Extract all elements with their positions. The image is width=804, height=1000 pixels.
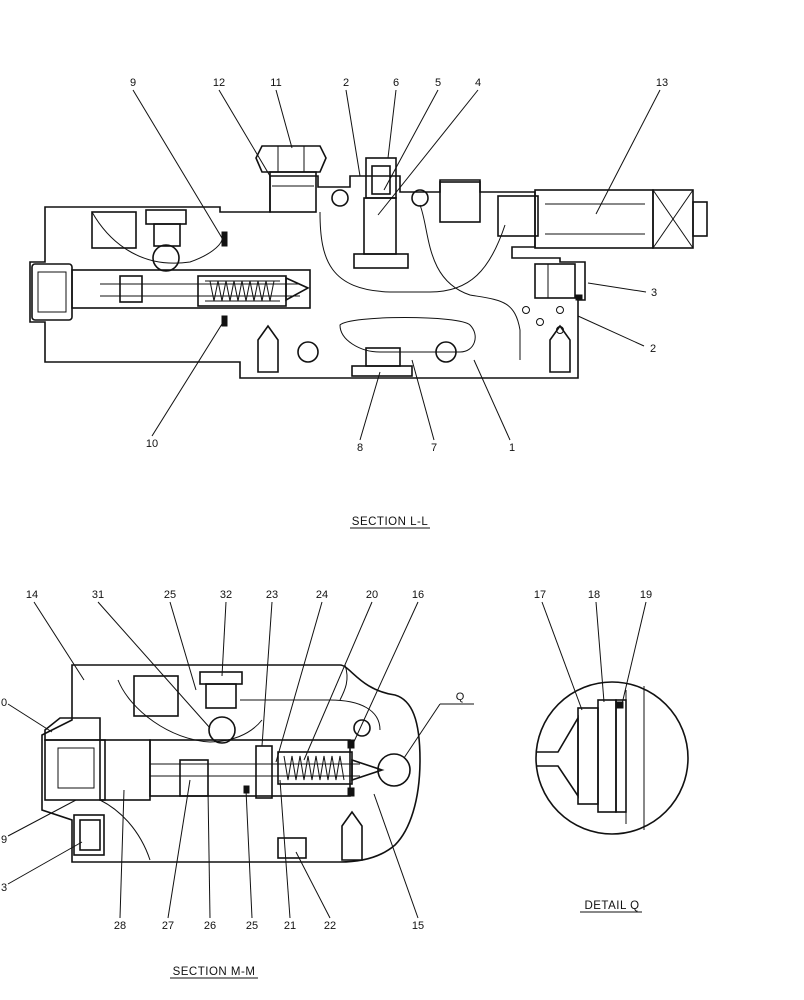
callout-17: 17: [534, 589, 546, 601]
callout-16: 16: [412, 589, 424, 601]
callout-31: 31: [92, 589, 104, 601]
caption-section-ll: SECTION L-L: [352, 516, 429, 528]
callout-18: 18: [588, 589, 600, 601]
section-ll-callouts: 9 12 11 2 6 5 4 13 3 2 10 8 7 1: [130, 77, 668, 454]
callout-26: 26: [204, 920, 216, 932]
callout-3: 3: [651, 287, 657, 299]
caption-section-mm: SECTION M-M: [173, 966, 256, 978]
section-mm-callouts: 14 31 25 32 23 24 20 16 Q 0 9 3 28 27 26…: [1, 589, 465, 932]
detail-q-leaders: [541, 601, 647, 711]
callout-5: 5: [435, 77, 441, 89]
callout-12: 12: [213, 77, 225, 89]
callout-14: 14: [26, 589, 38, 601]
callout-15: 15: [412, 920, 424, 932]
callout-27: 27: [162, 920, 174, 932]
callout-1: 1: [509, 442, 515, 454]
callout-23: 23: [266, 589, 278, 601]
detail-q-callouts: 17 18 19: [534, 589, 652, 601]
callout-4: 4: [475, 77, 481, 89]
section-mm-drawing: [41, 664, 421, 863]
section-ll-drawing: [29, 145, 708, 379]
callout-11: 11: [270, 77, 281, 89]
detail-q-drawing: [535, 681, 689, 835]
section-ll-leaders: [132, 89, 661, 441]
callout-21: 21: [284, 920, 296, 932]
callout-25-lower: 25: [246, 920, 258, 932]
callout-7: 7: [431, 442, 437, 454]
callout-9-mm: 9: [1, 834, 7, 846]
callout-28: 28: [114, 920, 126, 932]
callout-q: Q: [456, 691, 465, 703]
callout-20: 20: [366, 589, 378, 601]
callout-8: 8: [357, 442, 363, 454]
callout-0: 0: [1, 697, 7, 709]
callout-25: 25: [164, 589, 176, 601]
callout-22: 22: [324, 920, 336, 932]
callout-13: 13: [656, 77, 668, 89]
callout-24: 24: [316, 589, 328, 601]
callout-3-mm: 3: [1, 882, 7, 894]
callout-9: 9: [130, 77, 136, 89]
caption-detail-q: DETAIL Q: [584, 900, 639, 912]
callout-19: 19: [640, 589, 652, 601]
callout-32: 32: [220, 589, 232, 601]
callout-2: 2: [343, 77, 349, 89]
callout-6: 6: [393, 77, 399, 89]
callout-10: 10: [146, 438, 158, 450]
callout-2-right: 2: [650, 343, 656, 355]
section-mm-leaders: [7, 601, 474, 919]
